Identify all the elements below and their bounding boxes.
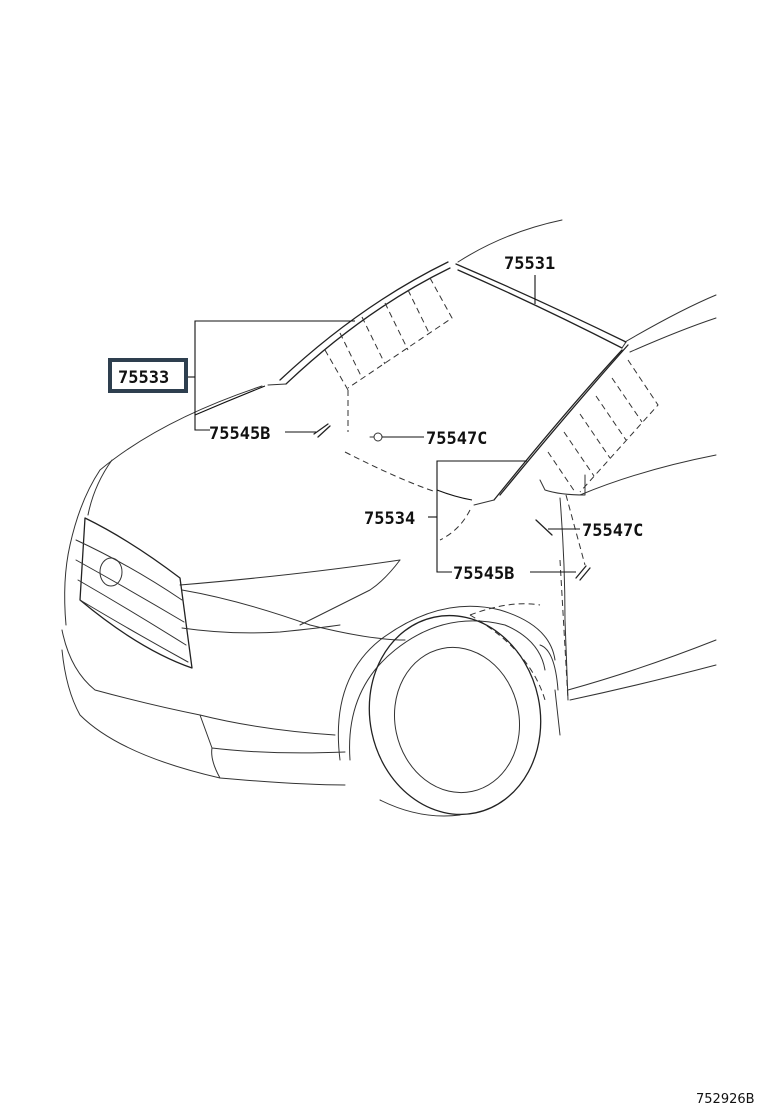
part-label-75533[interactable]: 75533	[118, 368, 169, 388]
highlight-box	[108, 358, 188, 393]
clip-75545b-left-icon	[313, 423, 331, 438]
part-label-75531[interactable]: 75531	[504, 254, 555, 274]
a-pillar-moulding-left-75533	[267, 261, 453, 432]
clip-75547c-right-icon	[535, 519, 553, 536]
leader-lines	[188, 275, 580, 573]
part-label-75547c-right[interactable]: 75547C	[582, 521, 643, 541]
clip-75547c-left-icon	[373, 432, 383, 442]
part-label-75545b-left[interactable]: 75545B	[209, 424, 270, 444]
clip-75545b-right-icon	[575, 565, 591, 581]
a-pillar-moulding-right-75534	[473, 344, 659, 566]
catalog-reference: 752926B	[696, 1092, 755, 1107]
part-label-75545b-right[interactable]: 75545B	[453, 564, 514, 584]
part-label-75534[interactable]: 75534	[364, 509, 415, 529]
part-label-75547c-left[interactable]: 75547C	[426, 429, 487, 449]
vehicle-outline	[61, 219, 717, 817]
windshield-moulding-75531	[455, 263, 627, 349]
